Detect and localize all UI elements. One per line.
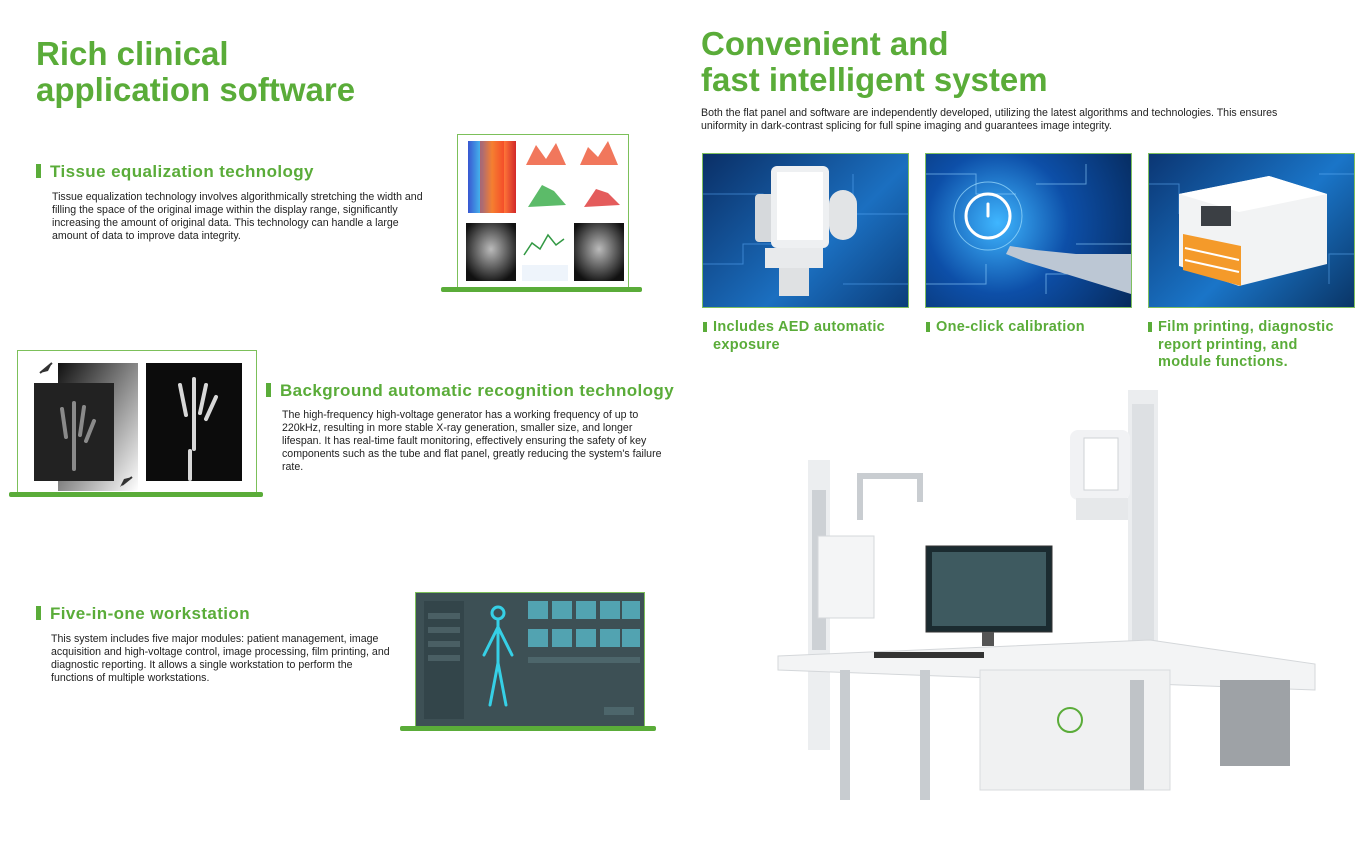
feature-calibration: One-click calibration xyxy=(926,319,1131,337)
tissue-body: Tissue equalization technology involves … xyxy=(52,191,423,242)
left-title-line2: application software xyxy=(36,71,356,108)
workstation-heading: Five-in-one workstation xyxy=(36,604,396,624)
heading-bar xyxy=(36,606,41,620)
calibration-photo xyxy=(925,153,1132,308)
tissue-image-base xyxy=(441,287,642,292)
right-intro: Both the flat panel and software are ind… xyxy=(701,107,1278,132)
feature-printing-line1: Film printing, diagnostic xyxy=(1158,319,1334,335)
hand-xray-graphic xyxy=(34,362,242,491)
printer-photo xyxy=(1148,153,1355,308)
background-section: Background automatic recognition technol… xyxy=(266,381,676,474)
tissue-heading: Tissue equalization technology xyxy=(36,162,436,182)
feature-printing-line2: report printing, and xyxy=(1158,336,1298,353)
workstation-section: Five-in-one workstation This system incl… xyxy=(36,604,396,685)
right-title: Convenient and fast intelligent system xyxy=(701,26,1048,98)
left-title: Rich clinical application software xyxy=(36,36,355,108)
background-heading: Background automatic recognition technol… xyxy=(266,381,676,401)
flat-panel-device-graphic xyxy=(703,166,908,296)
workstation-image-base xyxy=(400,726,656,731)
heading-bar xyxy=(36,164,41,178)
workstation-image xyxy=(415,592,645,727)
feature-calibration-line1: One-click calibration xyxy=(936,319,1085,335)
feature-bar xyxy=(703,322,707,332)
right-title-line2: fast intelligent system xyxy=(701,61,1048,98)
aed-photo xyxy=(702,153,909,308)
feature-bar xyxy=(1148,322,1152,332)
heading-bar xyxy=(266,383,271,397)
feature-aed-line2: exposure xyxy=(713,336,780,353)
tissue-section: Tissue equalization technology Tissue eq… xyxy=(36,162,436,243)
film-printer-graphic xyxy=(1149,173,1354,286)
tissue-image xyxy=(457,134,629,288)
feature-aed-line1: Includes AED automatic xyxy=(713,319,886,335)
robot-hand-calibration-graphic xyxy=(926,164,1131,294)
background-image xyxy=(17,350,257,494)
tissue-equalization-graphic xyxy=(466,141,624,281)
workstation-body: This system includes five major modules:… xyxy=(51,633,390,684)
right-title-line1: Convenient and xyxy=(701,25,949,62)
feature-printing-line3: module functions. xyxy=(1158,354,1288,370)
feature-bar xyxy=(926,322,930,332)
left-title-line1: Rich clinical xyxy=(36,35,229,72)
xray-system-image xyxy=(770,380,1330,805)
background-body: The high-frequency high-voltage generato… xyxy=(282,409,662,473)
background-image-base xyxy=(9,492,263,497)
xray-system-graphic xyxy=(777,390,1316,800)
workstation-screen-graphic xyxy=(416,593,644,726)
